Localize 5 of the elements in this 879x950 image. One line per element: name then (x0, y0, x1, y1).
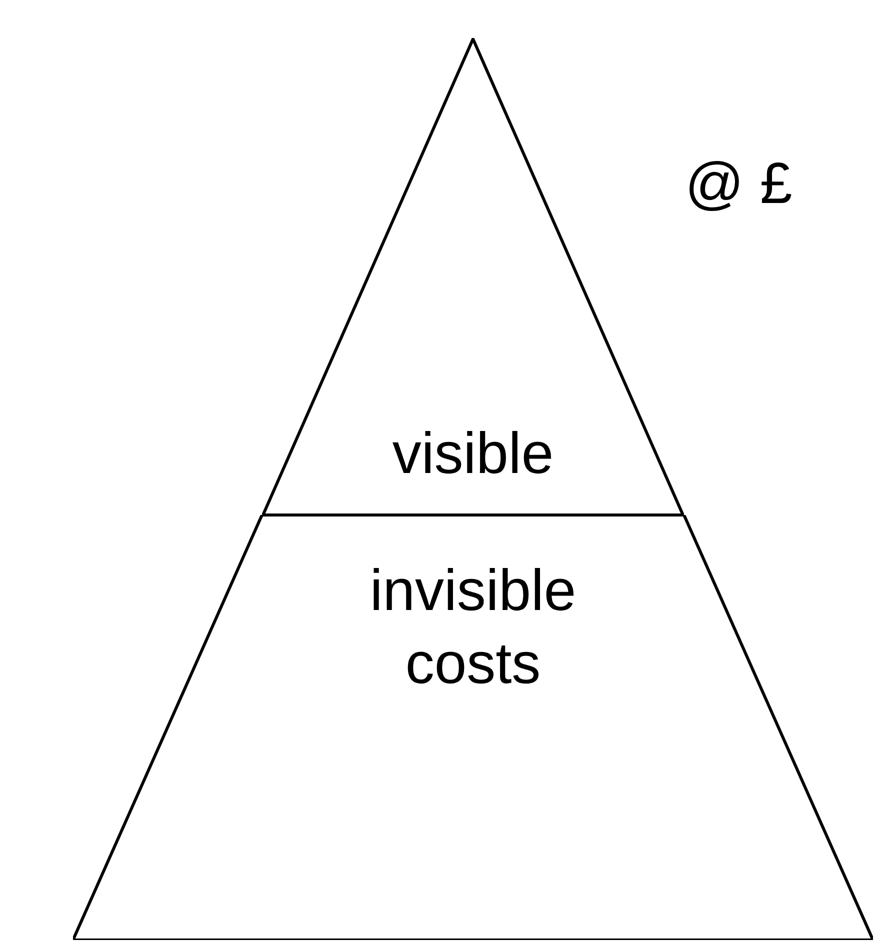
annotation-text: @ £ (685, 150, 792, 217)
section-label: visible (391, 420, 555, 488)
trapezoid-bottom-section (73, 515, 873, 940)
section-label: invisible costs (368, 557, 578, 698)
triangle-top-section (262, 38, 684, 515)
